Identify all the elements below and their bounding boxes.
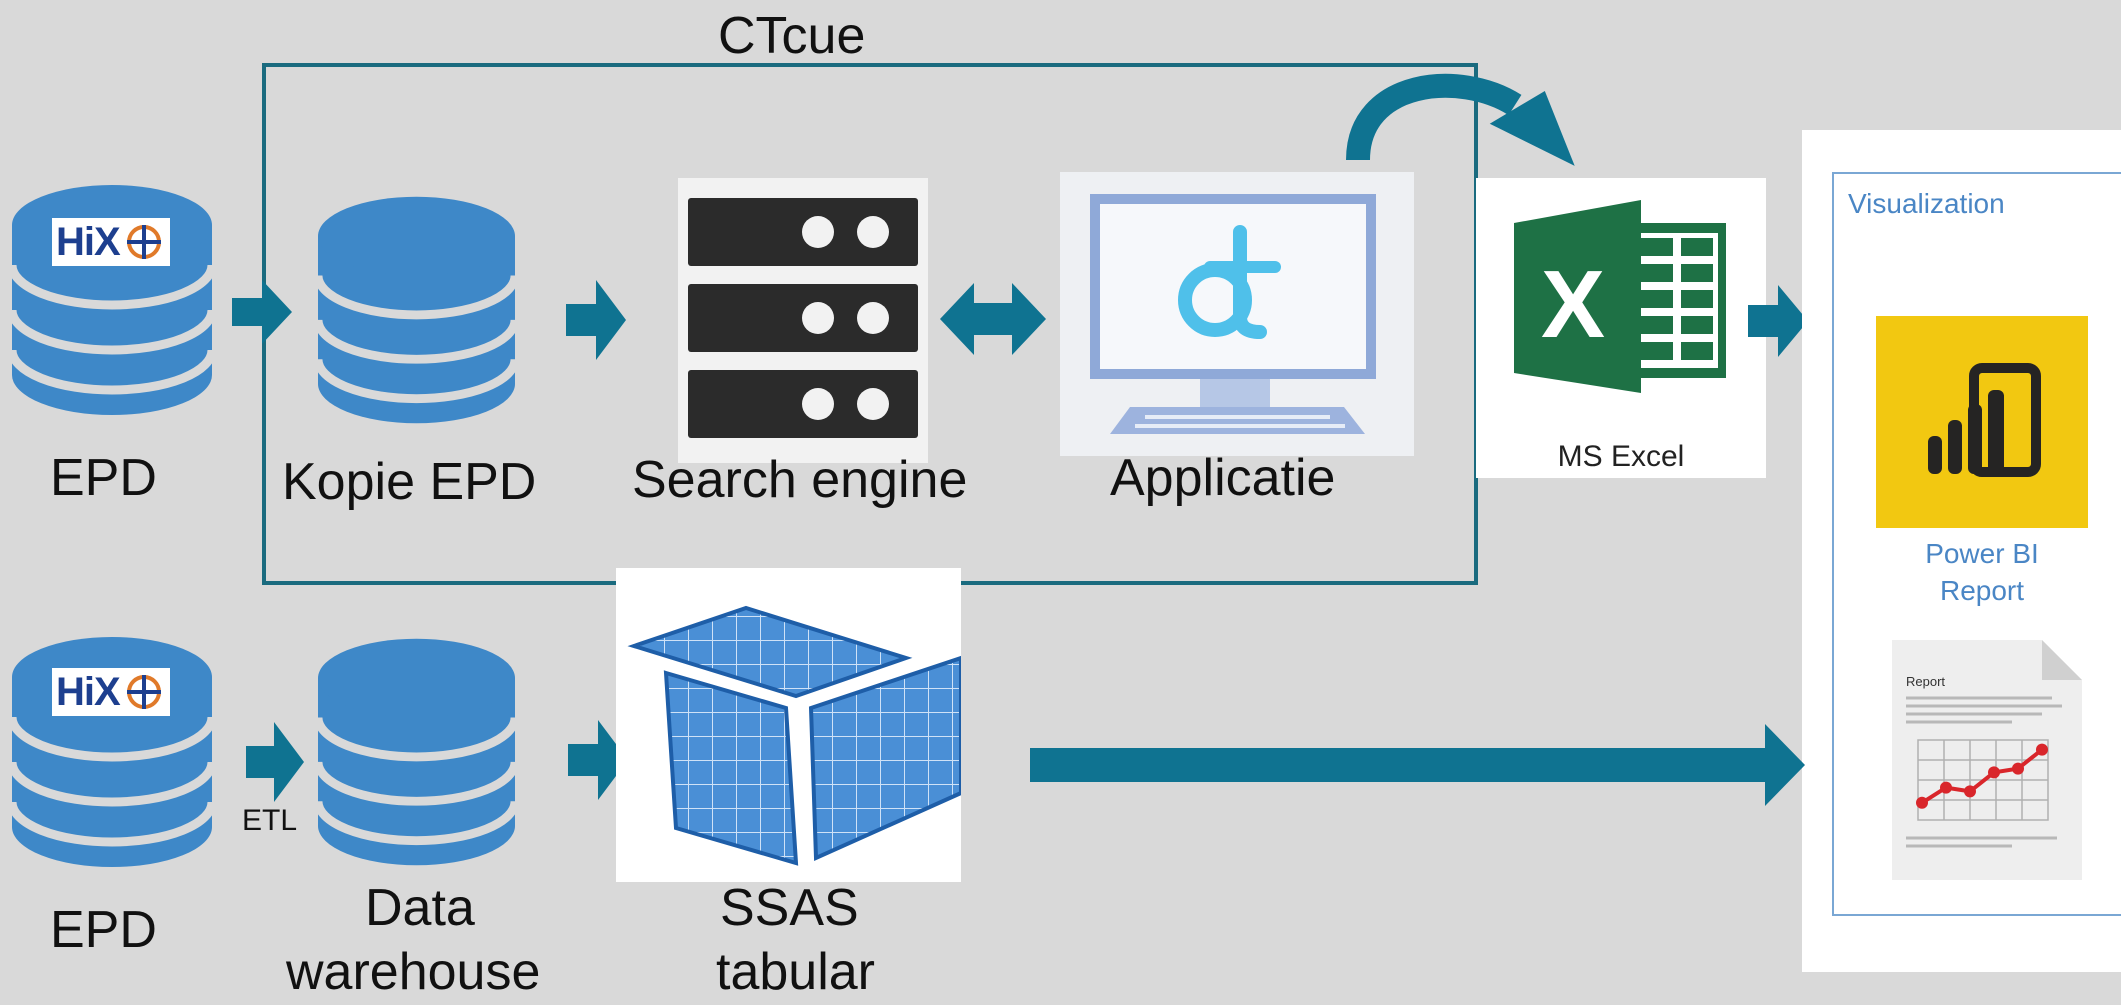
curved-arrow-to-excel: [1346, 73, 1575, 166]
hix-emblem-icon: [126, 675, 161, 709]
arrow-dw-to-ssas: [568, 720, 628, 800]
hix-logo-row2: HiX: [52, 668, 170, 716]
visualization-frame: [1832, 172, 2121, 916]
excel-label: MS Excel: [1557, 440, 1685, 473]
hix-emblem-icon: [126, 225, 161, 259]
report-line-point: [2012, 762, 2024, 775]
excel-icon: [1514, 200, 1726, 393]
arrow-etl: [246, 722, 304, 802]
report-line-point: [1916, 796, 1928, 809]
data-warehouse-label-line1: Data: [365, 879, 475, 937]
report-title: Report: [1906, 674, 1946, 689]
powerbi-label-line1: Power BI: [1925, 538, 2039, 569]
report-line-point: [1964, 785, 1976, 798]
search-engine-server-icon: [678, 178, 928, 463]
ssas-label-line1: SSAS: [720, 879, 859, 937]
powerbi-icon: [1928, 363, 2041, 477]
epd-label-row2: EPD: [50, 901, 157, 959]
powerbi-label-line2: Report: [1939, 575, 2025, 606]
report-line-point: [1940, 781, 1952, 794]
hix-logo: HiX: [52, 218, 170, 266]
double-arrow-engine-app: [940, 283, 1046, 355]
etl-label: ETL: [242, 804, 298, 837]
visualization-title: Visualization: [1848, 188, 2005, 219]
epd-label-row1: EPD: [50, 449, 157, 507]
report-line-point: [1988, 766, 2000, 779]
ssas-cube-icon: [616, 568, 961, 882]
excel-letter: X: [1540, 251, 1606, 358]
visualization-panel: Visualization Power BI Report: [1802, 130, 2121, 972]
arrow-ssas-to-panel: [1030, 724, 1805, 806]
report-chart-line: [1916, 743, 2048, 809]
search-engine-label: Search engine: [632, 451, 968, 509]
arrow-epd-to-copy: [232, 280, 292, 344]
arrow-copy-to-engine: [566, 280, 626, 360]
report-document-icon: Report: [1892, 640, 2082, 880]
copy-database-icon: [318, 195, 515, 425]
excel-icon-card: X MS Excel: [1476, 178, 1766, 478]
ctcue-title: CTcue: [718, 7, 866, 65]
report-line-point: [2036, 743, 2048, 756]
data-warehouse-database-icon: [318, 637, 515, 867]
powerbi-tile: [1876, 316, 2088, 528]
data-warehouse-label-line2: warehouse: [286, 943, 541, 1001]
ssas-label-line2: tabular: [716, 943, 875, 1001]
copy-epd-label: Kopie EPD: [282, 453, 537, 511]
application-label: Applicatie: [1110, 449, 1336, 507]
arrow-excel-to-panel: [1748, 285, 1808, 357]
application-monitor-icon: [1060, 172, 1414, 456]
